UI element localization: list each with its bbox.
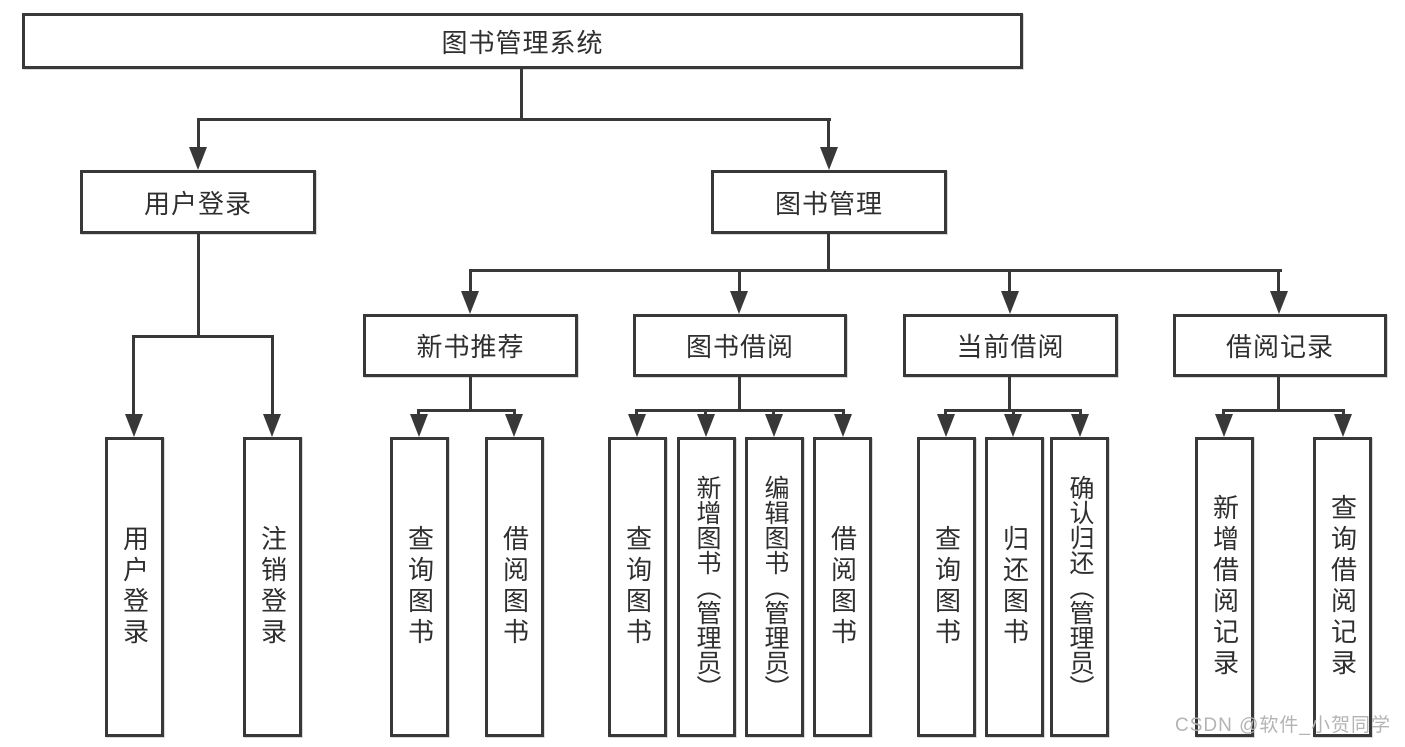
- leaf-borrow-books: 借阅图书: [813, 437, 872, 737]
- connector-vline: [738, 377, 741, 411]
- connector-vline: [842, 409, 845, 418]
- arrowhead-down-icon: [1004, 414, 1022, 437]
- leaf-query-books: 查询图书: [390, 437, 449, 737]
- connector-hline: [635, 409, 845, 412]
- connector-vline: [1277, 377, 1280, 411]
- arrowhead-down-icon: [1334, 414, 1352, 437]
- connector-vline: [1012, 409, 1015, 418]
- leaf-label: 借阅图书: [499, 525, 530, 649]
- leaf-add-borrow-record: 新增借阅记录: [1195, 437, 1254, 737]
- connector-vline: [132, 335, 135, 416]
- arrowhead-down-icon: [1001, 291, 1019, 314]
- node-label: 图书管理: [774, 188, 883, 219]
- arrowhead-down-icon: [628, 414, 646, 437]
- node-library-management-system: 图书管理系统: [22, 13, 1023, 69]
- connector-vline: [738, 269, 741, 293]
- connector-vline: [1008, 377, 1011, 411]
- connector-vline: [1342, 409, 1345, 418]
- leaf-user-login: 用户登录: [105, 437, 164, 737]
- leaf-label: 用户登录: [119, 525, 150, 649]
- arrowhead-down-icon: [1215, 414, 1233, 437]
- connector-vline: [197, 234, 200, 337]
- connector-vline: [1277, 269, 1280, 293]
- connector-vline: [197, 118, 200, 151]
- leaf-label: 查询图书: [622, 525, 653, 649]
- csdn-watermark: CSDN @软件_小贺同学: [1175, 715, 1391, 736]
- connector-vline: [417, 409, 420, 418]
- node-label: 当前借阅: [956, 332, 1065, 362]
- leaf-borrow-books: 借阅图书: [485, 437, 544, 737]
- connector-hline: [417, 409, 516, 412]
- node-label: 图书借阅: [685, 332, 794, 362]
- leaf-query-borrow-record: 查询借阅记录: [1313, 437, 1372, 737]
- arrowhead-down-icon: [263, 414, 281, 437]
- connector-hline: [133, 335, 274, 338]
- connector-vline: [513, 409, 516, 418]
- node-book-borrowing: 图书借阅: [633, 314, 847, 377]
- leaf-query-books: 查询图书: [917, 437, 976, 737]
- connector-vline: [704, 409, 707, 418]
- arrowhead-down-icon: [125, 414, 143, 437]
- arrowhead-down-icon: [730, 291, 748, 314]
- arrowhead-down-icon: [697, 414, 715, 437]
- connector-vline: [469, 377, 472, 411]
- leaf-label: 查询图书: [404, 525, 435, 649]
- leaf-return-books: 归还图书: [985, 437, 1044, 737]
- leaf-add-books-admin: 新增图书（管理员）: [677, 437, 736, 737]
- node-label: 新书推荐: [416, 332, 525, 362]
- connector-vline: [944, 409, 947, 418]
- leaf-label: 归还图书: [999, 525, 1030, 649]
- connector-vline: [271, 335, 274, 416]
- leaf-label: 确认归还（管理员）: [1066, 474, 1094, 700]
- arrowhead-down-icon: [189, 147, 207, 170]
- arrowhead-down-icon: [1071, 414, 1089, 437]
- node-label: 图书管理系统: [441, 27, 604, 58]
- leaf-label: 查询图书: [931, 525, 962, 649]
- arrowhead-down-icon: [1270, 291, 1288, 314]
- connector-vline: [469, 269, 472, 293]
- leaf-label: 借阅图书: [827, 525, 858, 649]
- connector-hline: [197, 118, 831, 121]
- node-borrowing-records: 借阅记录: [1173, 314, 1387, 377]
- arrowhead-down-icon: [834, 414, 852, 437]
- node-new-book-recommendation: 新书推荐: [363, 314, 578, 377]
- connector-vline: [635, 409, 638, 418]
- connector-vline: [1079, 409, 1082, 418]
- node-current-borrowing: 当前借阅: [903, 314, 1118, 377]
- arrowhead-down-icon: [410, 414, 428, 437]
- arrowhead-down-icon: [765, 414, 783, 437]
- connector-vline: [520, 69, 523, 120]
- leaf-query-books: 查询图书: [608, 437, 667, 737]
- connector-vline: [1222, 409, 1225, 418]
- arrowhead-down-icon: [461, 291, 479, 314]
- leaf-label: 查询借阅记录: [1327, 494, 1358, 680]
- leaf-edit-books-admin: 编辑图书（管理员）: [745, 437, 804, 737]
- node-book-management: 图书管理: [711, 170, 947, 234]
- connector-vline: [772, 409, 775, 418]
- arrowhead-down-icon: [937, 414, 955, 437]
- leaf-logout-login: 注销登录: [243, 437, 302, 737]
- leaf-confirm-return-admin: 确认归还（管理员）: [1050, 437, 1109, 737]
- node-label: 用户登录: [143, 188, 252, 219]
- leaf-label: 新增借阅记录: [1209, 494, 1240, 680]
- leaf-label: 注销登录: [257, 525, 288, 649]
- connector-hline: [1222, 409, 1345, 412]
- leaf-label: 新增图书（管理员）: [693, 474, 721, 700]
- arrowhead-down-icon: [505, 414, 523, 437]
- connector-hline: [469, 269, 1282, 272]
- leaf-label: 编辑图书（管理员）: [761, 474, 789, 700]
- node-user-login: 用户登录: [80, 170, 316, 234]
- node-label: 借阅记录: [1225, 332, 1334, 362]
- connector-vline: [1008, 269, 1011, 293]
- arrowhead-down-icon: [820, 147, 838, 170]
- connector-vline: [827, 118, 830, 151]
- connector-vline: [827, 234, 830, 271]
